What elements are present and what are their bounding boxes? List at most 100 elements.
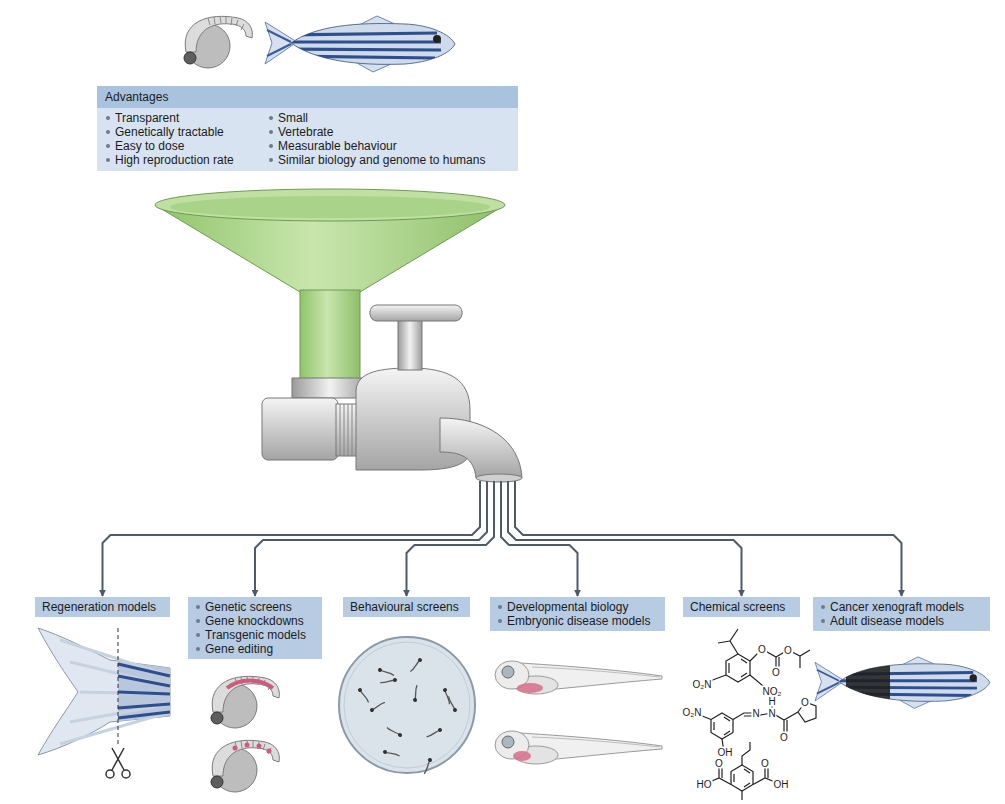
panel-heading: Advantages <box>97 86 518 108</box>
atom-label: O <box>714 758 724 769</box>
xenograft-fish <box>815 650 990 720</box>
embryo-icon-part <box>184 16 252 68</box>
distribution-arrow <box>515 481 902 596</box>
tap-part <box>398 318 422 370</box>
atom-label: OH <box>717 747 734 758</box>
petri-dish-part-part-part <box>427 729 440 738</box>
larvae-part <box>517 683 543 693</box>
distribution-arrow <box>407 481 495 596</box>
petri-dish-part-part <box>446 696 458 713</box>
atom-label: O₂N <box>682 707 703 718</box>
chemical-structures-part <box>731 765 753 791</box>
application-box: Developmental biologyEmbryonic disease m… <box>490 597 665 631</box>
bullet-column: TransparentGenetically tractableEasy to … <box>105 111 268 167</box>
atom-label: O <box>800 697 810 708</box>
chemical-structures-part <box>726 654 750 682</box>
petri-dish-part-part-part <box>372 702 385 711</box>
tail-fin-part <box>60 640 170 744</box>
tap-part <box>440 418 522 478</box>
petri-dish-part-part-part <box>415 685 417 700</box>
list-item: Embryonic disease models <box>497 614 658 628</box>
petri-dish-part-part <box>410 657 423 673</box>
chemical-structures <box>692 629 816 800</box>
embryo-genetic-part <box>267 749 272 754</box>
chemical-structures-part <box>742 742 750 800</box>
tap-part <box>340 404 352 456</box>
petri-dish <box>339 637 475 775</box>
petri-dish-part <box>357 657 458 775</box>
advantage-item: Small <box>268 111 485 125</box>
petri-dish-part-part-part <box>452 707 457 712</box>
petri-dish-part-part <box>377 667 394 676</box>
atom-label: N <box>767 708 776 719</box>
list-item: Gene editing <box>195 642 315 656</box>
funnel-part <box>300 290 360 380</box>
advantage-item: Transparent <box>105 111 268 125</box>
bullet-columns: TransparentGenetically tractableEasy to … <box>97 108 518 167</box>
atom-label: O <box>779 732 789 743</box>
tap-part <box>336 404 358 456</box>
list-item: Developmental biology <box>497 600 658 614</box>
chemical-structures-part <box>692 712 798 752</box>
scissors <box>106 748 130 778</box>
petri-dish-part-part-part <box>369 707 375 713</box>
distribution-arrow <box>103 481 481 596</box>
petri-dish-part-part <box>369 700 385 713</box>
atom-label: O <box>757 644 767 655</box>
application-box: Genetic screensGene knockdownsTransgenic… <box>188 597 322 659</box>
larvae-part <box>495 661 662 694</box>
advantage-item: Vertebrate <box>268 125 485 139</box>
bullet-column: SmallVertebrateMeasurable behaviourSimil… <box>268 111 485 167</box>
advantage-item: Easy to dose <box>105 139 268 153</box>
tail-fin-part <box>38 628 170 755</box>
petri-dish-part-part-part <box>442 687 447 692</box>
zebrafish-icon <box>265 16 455 72</box>
petri-dish-part-part-part <box>393 678 398 683</box>
chemical-structures-part <box>729 659 747 677</box>
petri-dish-part-part-part <box>383 750 388 755</box>
petri-dish-part-part <box>357 687 371 703</box>
application-box: Chemical screens <box>683 597 800 617</box>
petri-dish-part-part <box>383 750 400 757</box>
tail-fin-part <box>118 664 170 718</box>
atom-label: O₂N <box>692 679 713 690</box>
tap-part <box>370 305 462 321</box>
distribution-arrow <box>255 481 487 596</box>
petri-dish-part <box>339 637 475 773</box>
petri-dish-part-part <box>426 727 443 739</box>
tail-fin <box>38 628 170 755</box>
list-item: Adult disease models <box>820 614 983 628</box>
funnel <box>155 189 505 380</box>
box-label: Regeneration models <box>42 600 163 614</box>
application-box: Regeneration models <box>35 597 170 617</box>
list-item: Transgenic models <box>195 628 315 642</box>
petri-dish-part-part-part <box>377 667 382 672</box>
petri-dish-part-part-part <box>427 757 432 762</box>
petri-dish-part-part-part <box>397 732 402 737</box>
distribution-arrow <box>508 481 742 596</box>
scissors-part <box>112 748 124 770</box>
box-label: Chemical screens <box>690 600 793 614</box>
atom-label: O <box>771 667 781 678</box>
list-item: Cancer xenograft models <box>820 600 983 614</box>
petri-dish-part-part-part <box>437 727 442 732</box>
atom-label: OH <box>773 779 790 790</box>
application-box: Cancer xenograft modelsAdult disease mod… <box>813 597 990 631</box>
atom-label: O <box>783 645 793 656</box>
atom-label: HO <box>696 779 713 790</box>
advantage-item: Genetically tractable <box>105 125 268 139</box>
advantage-item: Similar biology and genome to humans <box>268 153 485 167</box>
tail-fin-part <box>118 628 170 755</box>
box-label: Behavioural screens <box>350 600 463 614</box>
embryo-icon <box>184 16 252 68</box>
list-item: Gene knockdowns <box>195 614 315 628</box>
funnel-part <box>155 189 505 221</box>
embryo-genetic-part <box>227 681 273 689</box>
chemical-structures-part <box>714 717 730 735</box>
chemical-structures-part <box>718 629 738 654</box>
chemical-structures-part <box>711 713 733 739</box>
embryo-genetic-part <box>233 746 238 751</box>
xenograft-fish-part <box>846 650 890 720</box>
petri-dish-part-part-part <box>448 696 456 710</box>
tail-fin-part <box>118 628 119 745</box>
